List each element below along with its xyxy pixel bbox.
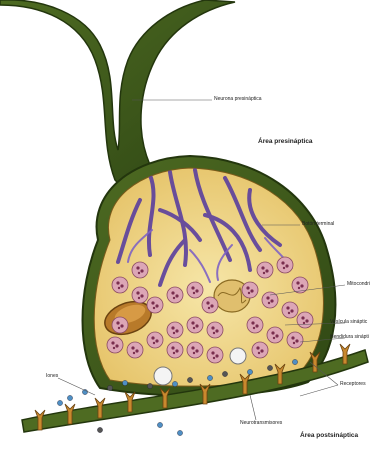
particle: [147, 383, 152, 388]
label-terminal-button: Botón terminal: [302, 221, 334, 227]
particle: [172, 381, 177, 386]
vesicle: [107, 337, 123, 353]
vesicle: [112, 277, 128, 293]
particle: [247, 369, 252, 374]
label-ions: Iones: [46, 373, 58, 379]
particle: [97, 427, 102, 432]
vesicle: [202, 297, 218, 313]
particle: [292, 359, 297, 364]
vesicle: [167, 342, 183, 358]
vesicle: [187, 317, 203, 333]
vesicle: [257, 262, 273, 278]
label-mitochondria: Mitocondri: [347, 281, 370, 287]
vesicle: [287, 332, 303, 348]
vesicle: [207, 347, 223, 363]
particle: [177, 430, 182, 435]
vesicle: [252, 342, 268, 358]
vesicle: [167, 287, 183, 303]
vesicle: [207, 322, 223, 338]
vesicle: [147, 332, 163, 348]
particle: [57, 400, 62, 405]
label-presynaptic-area: Área presináptica: [258, 138, 313, 145]
vesicle: [187, 282, 203, 298]
vesicle: [267, 327, 283, 343]
vesicle: [242, 282, 258, 298]
vesicle: [277, 257, 293, 273]
vesicle: [167, 322, 183, 338]
vesicle: [292, 277, 308, 293]
label-synaptic-vesicle: Vesícula sináptic: [330, 319, 367, 325]
vesicle: [282, 302, 298, 318]
particle: [187, 377, 192, 382]
label-synaptic-cleft: Hendidura sinápti: [330, 334, 369, 340]
particle: [122, 380, 127, 385]
label-receptors: Receptores: [340, 381, 366, 387]
vesicle: [112, 317, 128, 333]
vesicle: [297, 312, 313, 328]
vesicle: [132, 262, 148, 278]
vesicle: [187, 342, 203, 358]
particle: [157, 422, 162, 427]
particle: [67, 395, 72, 400]
particle: [222, 371, 227, 376]
vesicle: [132, 287, 148, 303]
vesicle: [127, 342, 143, 358]
vesicle: [147, 297, 163, 313]
vesicle: [247, 317, 263, 333]
label-neurotransmitters: Neurotransmisores: [240, 420, 282, 426]
label-postsynaptic-area: Área postsináptica: [300, 432, 358, 439]
particle: [267, 365, 272, 370]
particle: [207, 375, 212, 380]
particle: [107, 385, 112, 390]
label-presynaptic-neuron: Neurona presináptica: [214, 96, 262, 102]
